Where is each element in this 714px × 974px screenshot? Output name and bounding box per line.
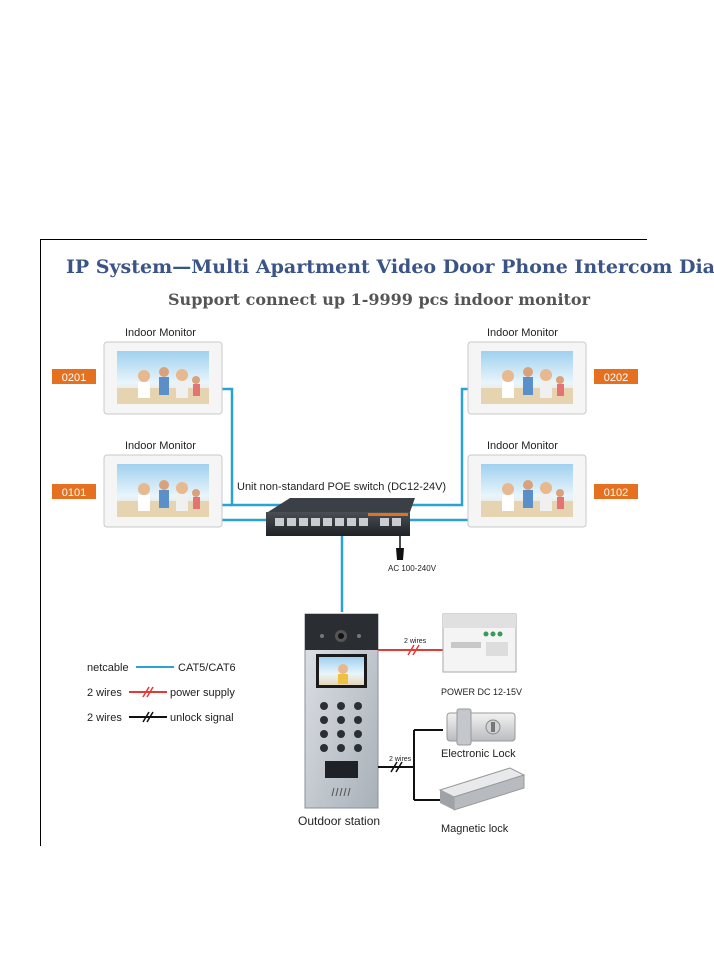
monitor-label: Indoor Monitor [125,327,196,339]
unlock-signal-wire [378,729,443,801]
legend-netcable-right: CAT5/CAT6 [178,662,236,674]
legend-netcable-left: netcable [87,662,129,674]
monitor-label: Indoor Monitor [125,440,196,452]
poe-switch: Unit non-standard POE switch (DC12-24V) … [237,481,446,573]
indoor-monitor-0101: Indoor Monitor 0101 [52,440,223,528]
switch-label: Unit non-standard POE switch (DC12-24V) [237,481,446,493]
monitor-id-tag [52,369,96,384]
electronic-lock: Electronic Lock [441,708,516,760]
indoor-monitor-0202: Indoor Monitor 0202 [467,327,638,415]
magnetic-lock: Magnetic lock [438,767,526,835]
indoor-monitor-0201: Indoor Monitor 0201 [52,327,223,415]
electronic-lock-label: Electronic Lock [441,748,516,760]
monitor-id-tag [52,484,96,499]
card-reader [325,761,358,778]
diagram-subtitle: Support connect up 1-9999 pcs indoor mon… [168,290,591,309]
monitor-id: 0202 [604,372,628,384]
netcable-lines [222,387,470,612]
monitor-id: 0201 [62,372,86,384]
monitor-id: 0101 [62,487,86,499]
legend-unlock-right: unlock signal [170,712,234,724]
monitor-label: Indoor Monitor [487,440,558,452]
indoor-monitor-0102: Indoor Monitor 0102 [467,440,638,528]
monitor-id: 0102 [604,487,628,499]
outdoor-station-label: Outdoor station [298,814,380,828]
monitor-id-tag [594,484,638,499]
legend-unlock-left: 2 wires [87,712,122,724]
diagram-title: IP System—Multi Apartment Video Door Pho… [66,256,714,278]
monitor-label: Indoor Monitor [487,327,558,339]
power-plug-icon [396,548,404,560]
power-label: POWER DC 12-15V [441,687,522,697]
power-supply-wire: 2 wires [378,638,443,656]
legend: netcable CAT5/CAT6 2 wires power supply … [87,662,236,724]
keypad [320,702,362,752]
ac-label: AC 100-240V [388,564,437,573]
outdoor-station: Outdoor station [298,613,380,828]
power-supply: POWER DC 12-15V [441,613,522,697]
legend-power-left: 2 wires [87,687,122,699]
monitor-id-tag [594,369,638,384]
magnetic-lock-label: Magnetic lock [441,823,509,835]
wires-power-label: 2 wires [404,638,427,645]
legend-power-right: power supply [170,687,235,699]
diagram-frame [40,239,647,846]
wires-lock-label: 2 wires [389,756,412,763]
